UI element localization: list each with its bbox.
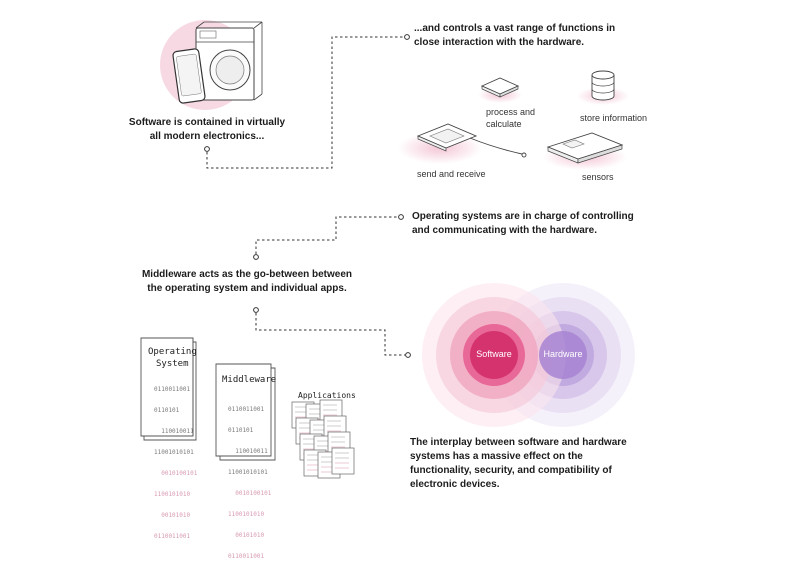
caption-line: Middleware acts as the go-between betwee… <box>141 269 353 280</box>
applications-title: Applications <box>298 391 356 400</box>
connector-top <box>206 36 404 169</box>
caption-line: electronic devices. <box>410 479 500 490</box>
caption-operating-systems: Operating systems are in charge of contr… <box>412 210 672 238</box>
software-circle <box>470 331 518 379</box>
label-send-receive: send and receive <box>417 169 486 179</box>
diagram-canvas <box>140 20 635 479</box>
caption-interplay: The interplay between software and hardw… <box>410 436 670 492</box>
bits-line: 0010100101 <box>154 470 198 477</box>
caption-line: all modern electronics... <box>149 131 265 142</box>
hardware-circle <box>539 331 587 379</box>
middleware-binary-text: 0110011001 0110101 110010011 11001010101… <box>228 392 271 567</box>
caption-line: The interplay between software and hardw… <box>410 437 627 448</box>
caption-line: close interaction with the hardware. <box>414 37 585 48</box>
connector-dot <box>253 307 259 313</box>
application-page <box>331 447 355 475</box>
caption-software-electronics: Software is contained in virtually all m… <box>112 116 302 144</box>
caption-line: the operating system and individual apps… <box>147 283 347 294</box>
operating-system-document <box>140 337 197 441</box>
caption-line: functionality, security, and compatibili… <box>410 465 612 476</box>
bits-line: 1100101010 <box>154 491 191 498</box>
connector-dot <box>404 34 410 40</box>
middleware-document <box>215 363 276 461</box>
bits-line: 0110011001 <box>228 553 265 560</box>
label-sensors: sensors <box>582 172 614 182</box>
bits-line: 0110011001 <box>228 406 265 413</box>
bits-line: 0110011001 <box>154 386 191 393</box>
caption-middleware: Middleware acts as the go-between betwee… <box>112 268 382 296</box>
processor-chip-icon <box>478 77 522 103</box>
label-line: calculate <box>486 119 522 129</box>
title-line: System <box>156 359 189 369</box>
caption-line: systems has a massive effect on the <box>410 451 583 462</box>
caption-line: Operating systems are in charge of contr… <box>412 211 634 222</box>
database-icon <box>577 70 629 105</box>
connector-dot <box>253 254 259 260</box>
connector-dot <box>405 352 411 358</box>
connector-middle <box>255 216 398 254</box>
caption-controls-functions: ...and controls a vast range of function… <box>414 22 674 50</box>
bits-line: 00101010 <box>228 532 265 539</box>
software-label: Software <box>476 349 512 359</box>
middleware-document-title: Middleware <box>222 375 277 385</box>
caption-line: and communicating with the hardware. <box>412 225 598 236</box>
connector-dot <box>398 214 404 220</box>
label-store-information: store information <box>580 113 648 123</box>
title-line: Operating <box>148 347 197 357</box>
caption-line: ...and controls a vast range of function… <box>414 23 616 34</box>
bits-line: 0110101 <box>228 427 254 434</box>
bits-line: 110010011 <box>154 428 194 435</box>
bits-line: 11001010101 <box>154 449 194 456</box>
connector-bottom <box>255 313 405 356</box>
applications-stack <box>291 399 355 479</box>
label-process-calculate: process and calculate <box>486 106 566 130</box>
label-line: process and <box>486 107 536 117</box>
sensor-plate-icon <box>543 132 627 170</box>
caption-line: Software is contained in virtually <box>128 117 286 128</box>
washing-machine-phone-illustration <box>160 20 263 110</box>
os-document-title: Operating System <box>148 346 197 370</box>
antenna-board-icon <box>398 123 527 164</box>
bits-line: 0110011001 <box>154 533 191 540</box>
bits-line: 0010100101 <box>228 490 272 497</box>
bits-line: 0110101 <box>154 407 180 414</box>
hardware-label: Hardware <box>543 349 583 359</box>
connector-dot <box>204 146 210 152</box>
bits-line: 00101010 <box>154 512 191 519</box>
bits-line: 11001010101 <box>228 469 268 476</box>
os-binary-text: 0110011001 0110101 110010011 11001010101… <box>154 372 197 547</box>
bits-line: 110010011 <box>228 448 268 455</box>
bits-line: 1100101010 <box>228 511 265 518</box>
